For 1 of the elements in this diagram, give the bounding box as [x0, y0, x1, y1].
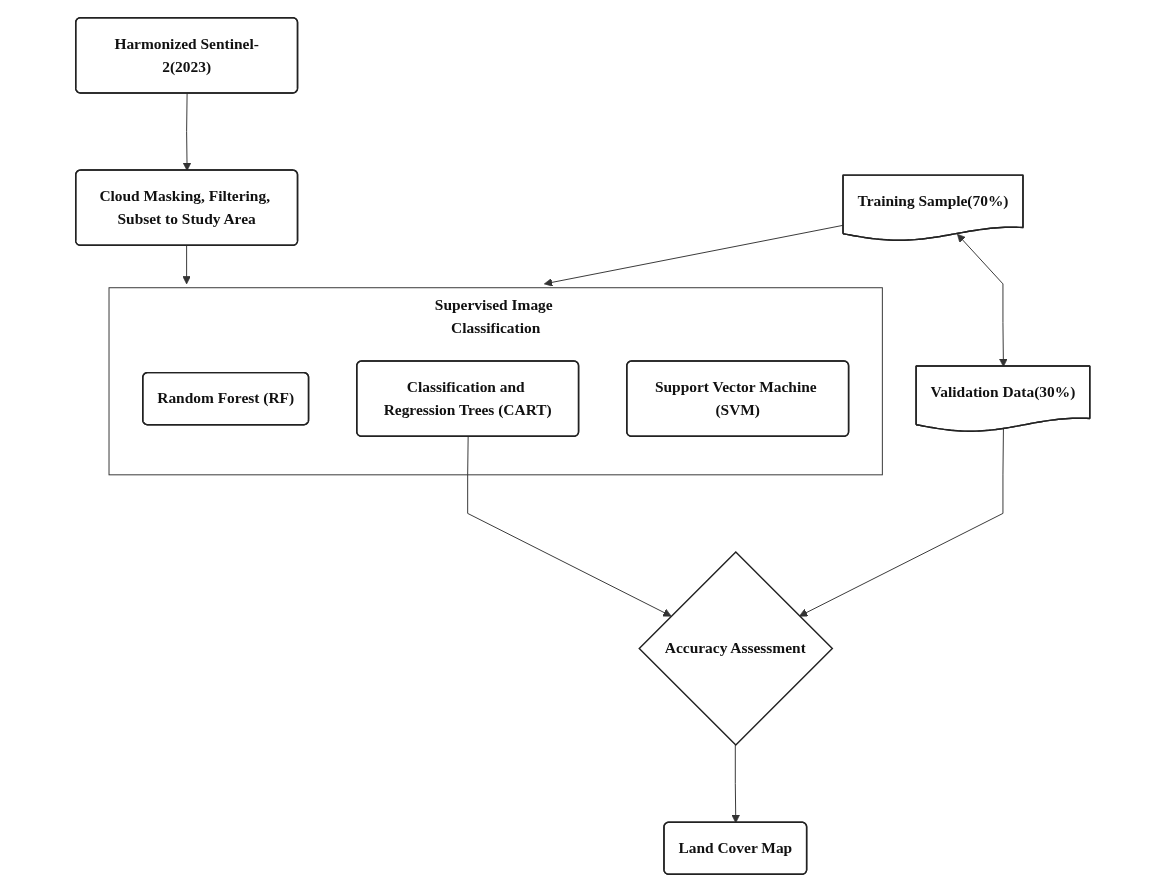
- node-diamond: Accuracy Assessment: [638, 550, 834, 747]
